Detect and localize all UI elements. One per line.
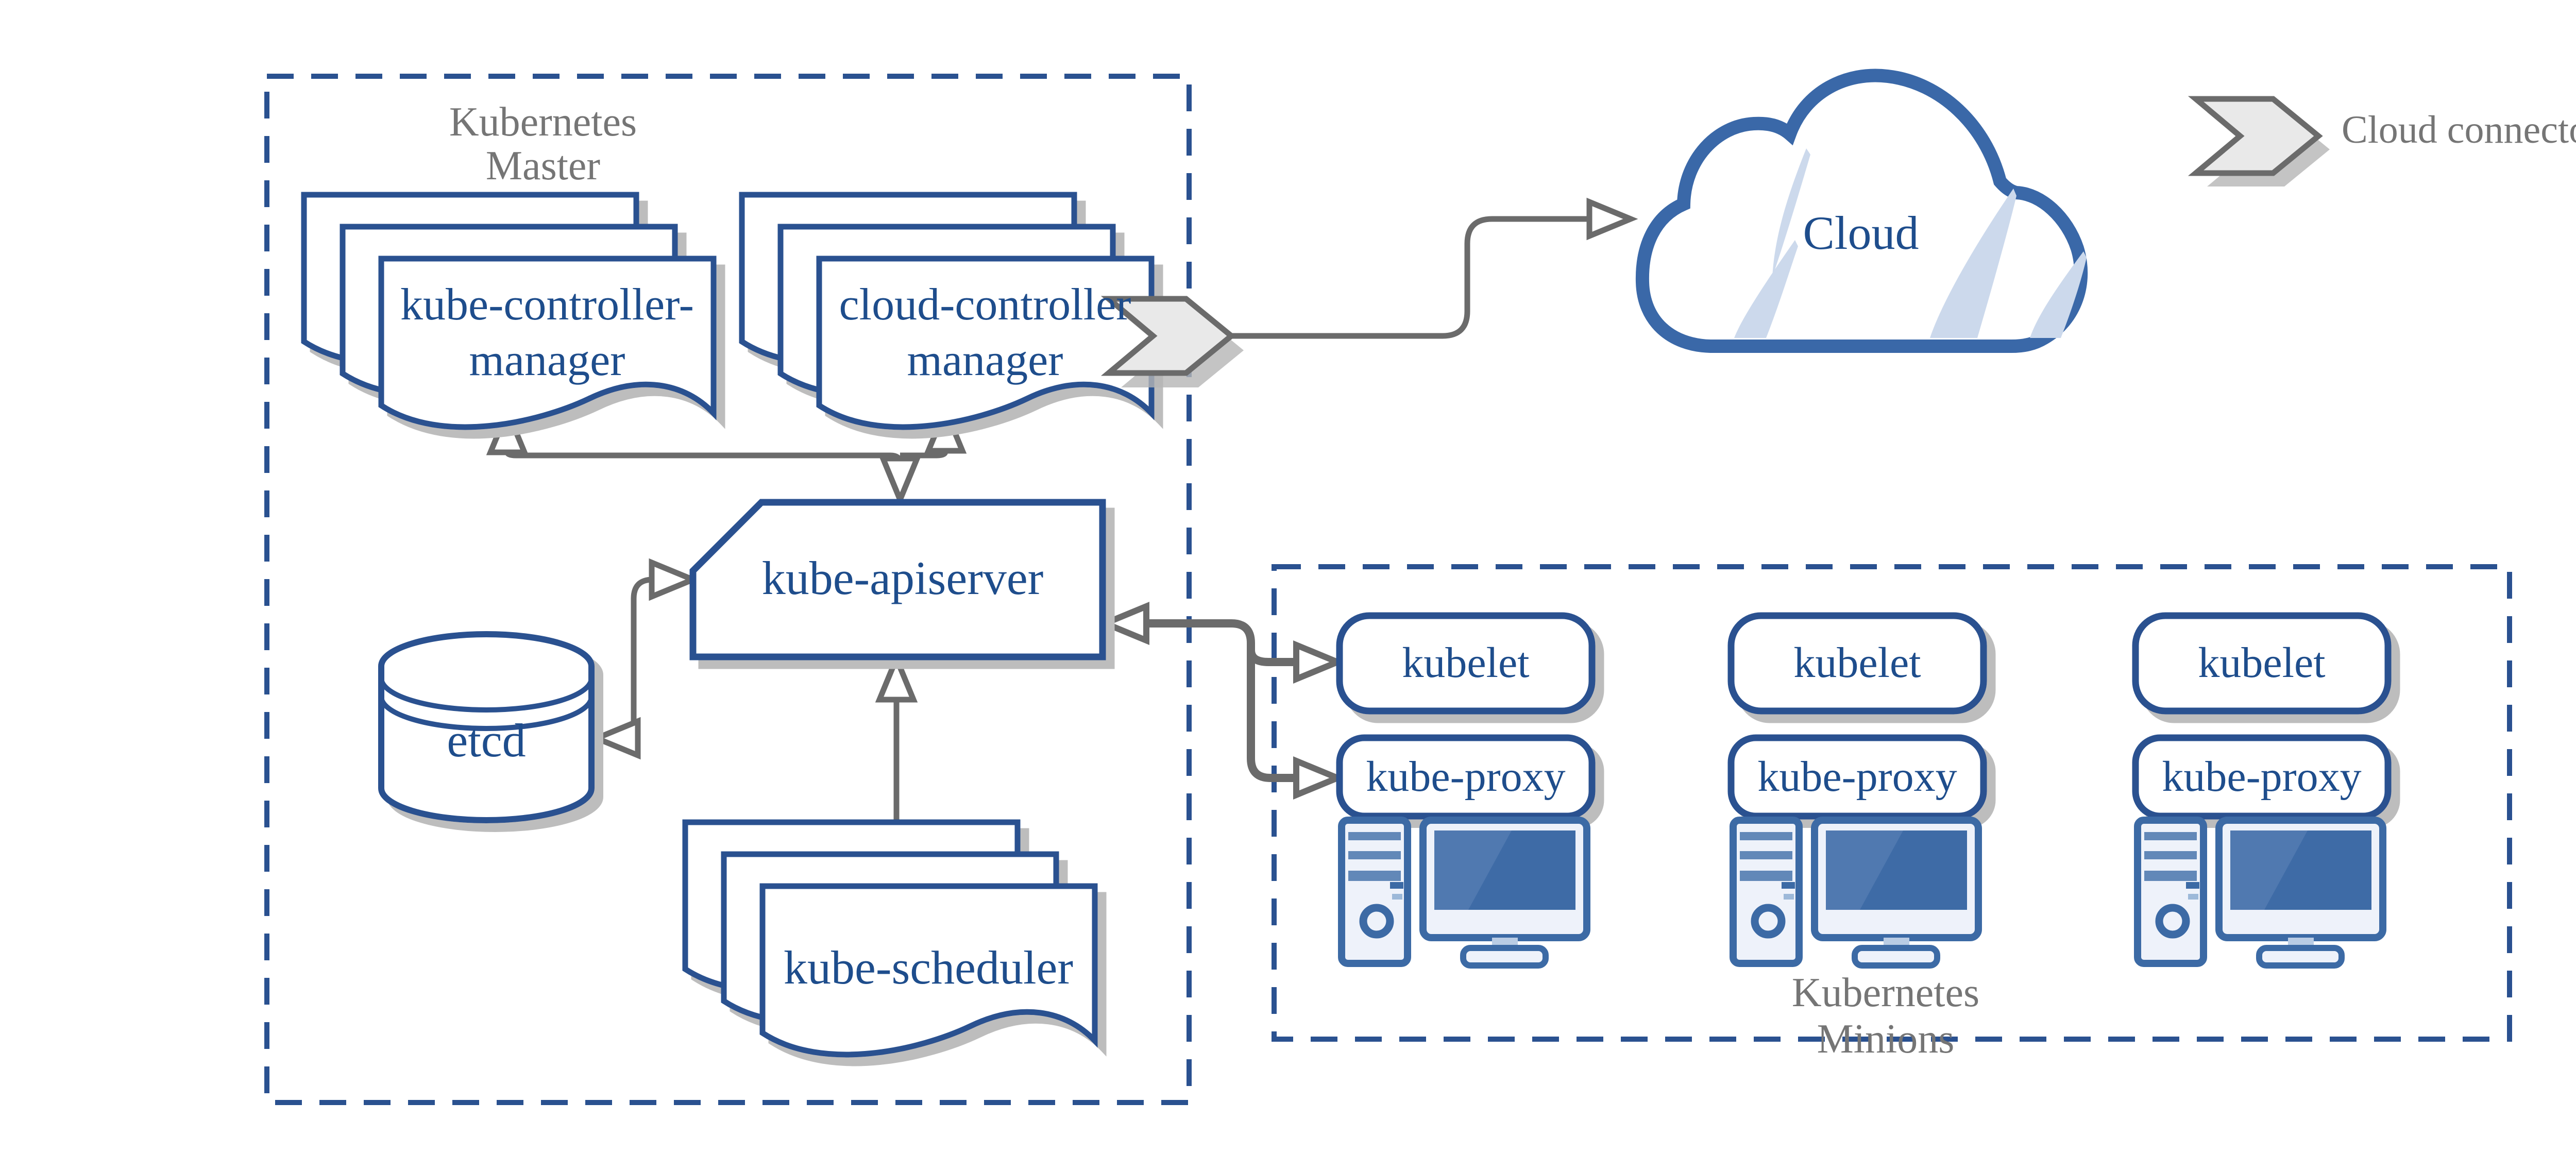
legend-label: Cloud connector: [2342, 108, 2576, 151]
arrow-apiserver-minions: [1105, 606, 1337, 795]
arrow-apiserver-scheduler: [879, 658, 913, 882]
kube-proxy-label: kube-proxy: [1366, 753, 1566, 801]
kube-proxy-box: [1727, 734, 1987, 820]
kube-apiserver-label: kube-apiserver: [761, 552, 1044, 604]
cloud-label: Cloud: [1803, 207, 1919, 259]
kube-proxy-box: [1336, 734, 1596, 820]
workstation-icon: [1338, 817, 1590, 969]
kubelet-label: kubelet: [1793, 639, 1921, 687]
etcd-node: [378, 631, 595, 823]
arrowhead-up-icon: [879, 658, 913, 700]
workstation-icons: [1338, 817, 2386, 969]
minions-title-line1: Kubernetes: [1791, 970, 1980, 1015]
arrowhead-right-icon: [1296, 645, 1337, 679]
cloud-accent: [1930, 189, 2016, 338]
kube-apiserver-node: [689, 499, 1106, 660]
master-title-line2: Master: [485, 143, 601, 189]
kube-scheduler-label: kube-scheduler: [784, 941, 1073, 994]
kubelet-box: [2132, 612, 2392, 715]
workstation-icon: [1730, 817, 1982, 969]
kube-controller-manager-label-line1: kube-controller-: [400, 280, 694, 330]
arrowhead-left-icon: [597, 721, 638, 755]
kubelet-label: kubelet: [2198, 639, 2326, 687]
master-title-line1: Kubernetes: [449, 99, 637, 145]
arrowhead-right-icon: [1589, 202, 1631, 236]
cloud-controller-manager-label-line2: manager: [907, 335, 1063, 385]
kubelet-box: [1336, 612, 1596, 715]
kube-proxy-box: [2132, 734, 2392, 820]
kubernetes-master-box: [264, 74, 1192, 1105]
etcd-label: etcd: [447, 714, 526, 767]
kubelet-box: [1727, 612, 1987, 715]
legend-cloud-connector-icon: [2196, 99, 2330, 186]
kube-proxy-label: kube-proxy: [2162, 753, 2362, 801]
workstation-icon: [2134, 817, 2386, 969]
arrowhead-left-icon: [1105, 606, 1146, 640]
kubelet-label: kubelet: [1402, 639, 1530, 687]
kube-controller-manager-label-line2: manager: [469, 335, 625, 385]
kube-scheduler-node: [685, 822, 1095, 1055]
minions-title-line2: Minions: [1817, 1016, 1955, 1062]
kubernetes-minions-box: [1272, 564, 2512, 1042]
cloud-accent: [2030, 251, 2087, 338]
kube-proxy-label: kube-proxy: [1757, 753, 1957, 801]
arrow-ccm-cloud: [1232, 202, 1631, 339]
arrowhead-down-icon: [883, 459, 917, 500]
cloud-accent: [1734, 240, 1798, 338]
arrowhead-right-icon: [652, 563, 693, 597]
minion-process-boxes: [1336, 612, 2392, 820]
cloud-node: [1635, 69, 2088, 353]
arrow-apiserver-etcd: [597, 563, 693, 755]
cloud-accent: [1772, 148, 1810, 277]
cloud-controller-manager-label-line1: cloud-controller: [839, 280, 1131, 330]
arrowhead-right-icon: [1296, 761, 1337, 795]
arrow-controllers-apiserver: [490, 410, 962, 500]
